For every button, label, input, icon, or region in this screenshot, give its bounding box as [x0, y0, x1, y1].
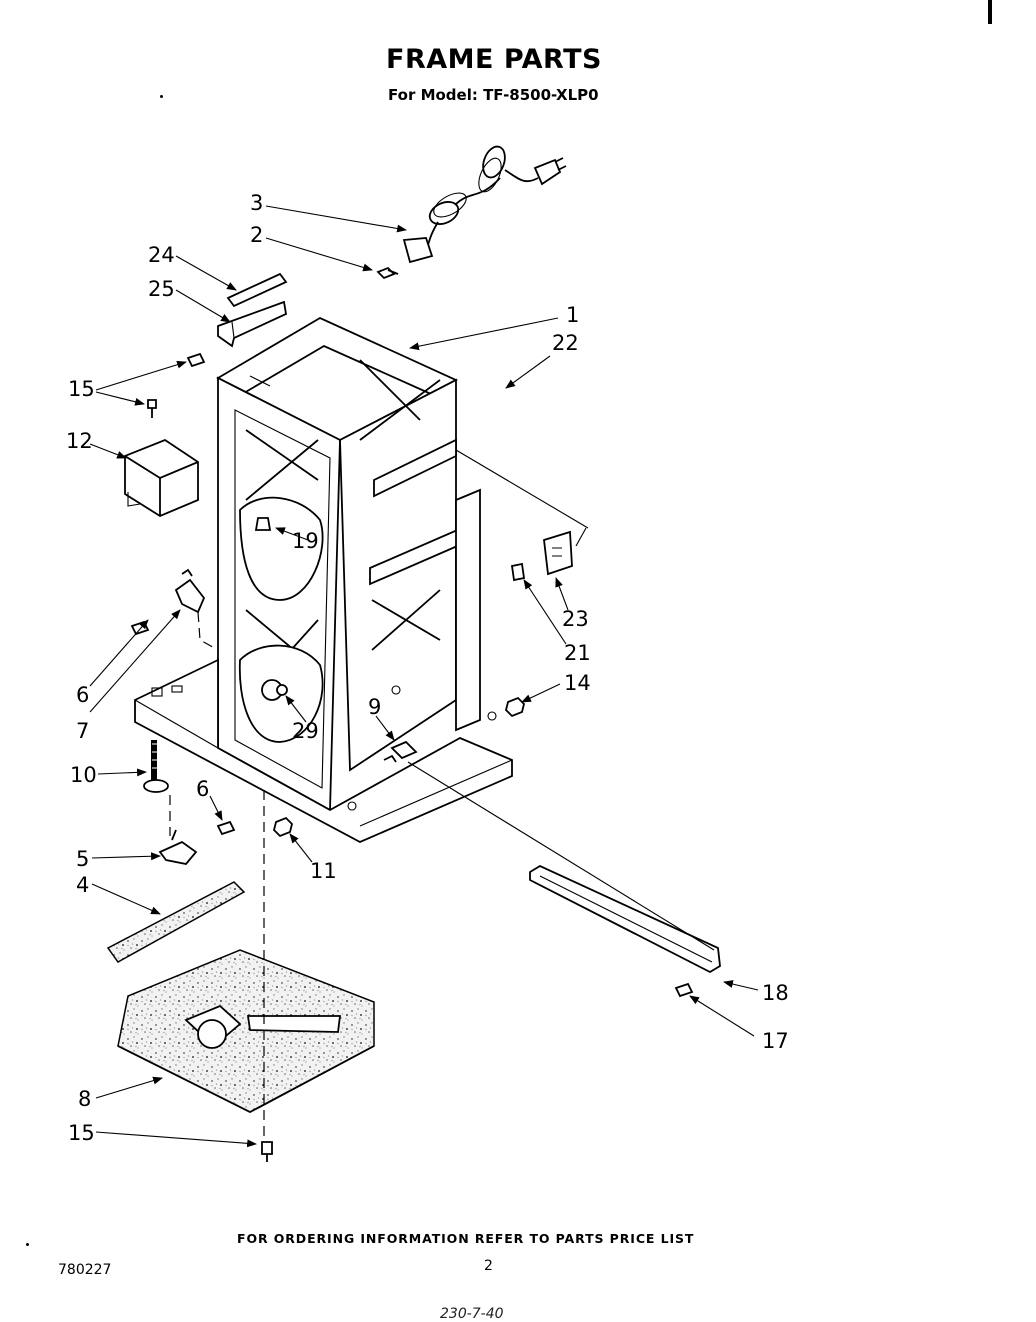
cover-12 [124, 438, 199, 518]
top-bracket [217, 272, 288, 348]
page-number: 2 [484, 1258, 493, 1274]
callout-23: 23 [562, 607, 589, 631]
callout-24: 24 [148, 243, 175, 267]
main-frame [134, 316, 513, 843]
strip-4 [106, 881, 246, 963]
callout-15-lower: 15 [68, 1121, 95, 1145]
callout-1: 1 [566, 303, 579, 327]
callout-labels: 3 2 24 25 1 22 15 12 19 23 21 14 6 7 29 … [66, 191, 789, 1145]
screw-17 [674, 982, 694, 998]
alignment-lines [169, 375, 715, 1140]
callout-3: 3 [250, 191, 263, 215]
callout-29: 29 [292, 719, 319, 743]
ordering-note: FOR ORDERING INFORMATION REFER TO PARTS … [237, 1231, 695, 1246]
callout-6: 6 [76, 683, 89, 707]
callout-18: 18 [762, 981, 789, 1005]
callout-17: 17 [762, 1029, 789, 1053]
callout-4: 4 [76, 873, 89, 897]
callout-11: 11 [310, 859, 337, 883]
leader-lines [89, 205, 759, 1148]
callout-19: 19 [292, 529, 319, 553]
callout-12: 12 [66, 429, 93, 453]
switch-23 [510, 530, 573, 582]
callout-25: 25 [148, 277, 175, 301]
callout-7: 7 [76, 719, 89, 743]
nut-14 [505, 696, 525, 718]
leveling-foot-10 [143, 740, 169, 793]
callout-8: 8 [78, 1087, 91, 1111]
margin-rule [988, 0, 992, 24]
speck-mark [26, 1243, 29, 1246]
bracket-7 [130, 568, 206, 636]
callout-22: 22 [552, 331, 579, 355]
callout-9: 9 [368, 695, 381, 719]
nut-11 [273, 816, 293, 838]
callout-15: 15 [68, 377, 95, 401]
handwritten-mark: 230-7-40 [440, 1306, 504, 1322]
page-title: FRAME PARTS [386, 44, 602, 75]
screw-2 [376, 266, 399, 280]
speck-mark [160, 95, 163, 98]
model-line: For Model: TF-8500-XLP0 [388, 86, 599, 104]
callout-14: 14 [564, 671, 591, 695]
callout-6-lower: 6 [196, 777, 209, 801]
screw-15-bottom [261, 1141, 273, 1162]
bottom-pan-8 [117, 949, 375, 1114]
callout-21: 21 [564, 641, 591, 665]
callout-10: 10 [70, 763, 97, 787]
callout-2: 2 [250, 223, 263, 247]
clip-5 [158, 820, 236, 865]
document-number: 780227 [58, 1262, 112, 1278]
power-cord [402, 145, 567, 264]
callout-5: 5 [76, 847, 89, 871]
screw-15 [147, 352, 206, 418]
rail-18 [529, 864, 721, 974]
